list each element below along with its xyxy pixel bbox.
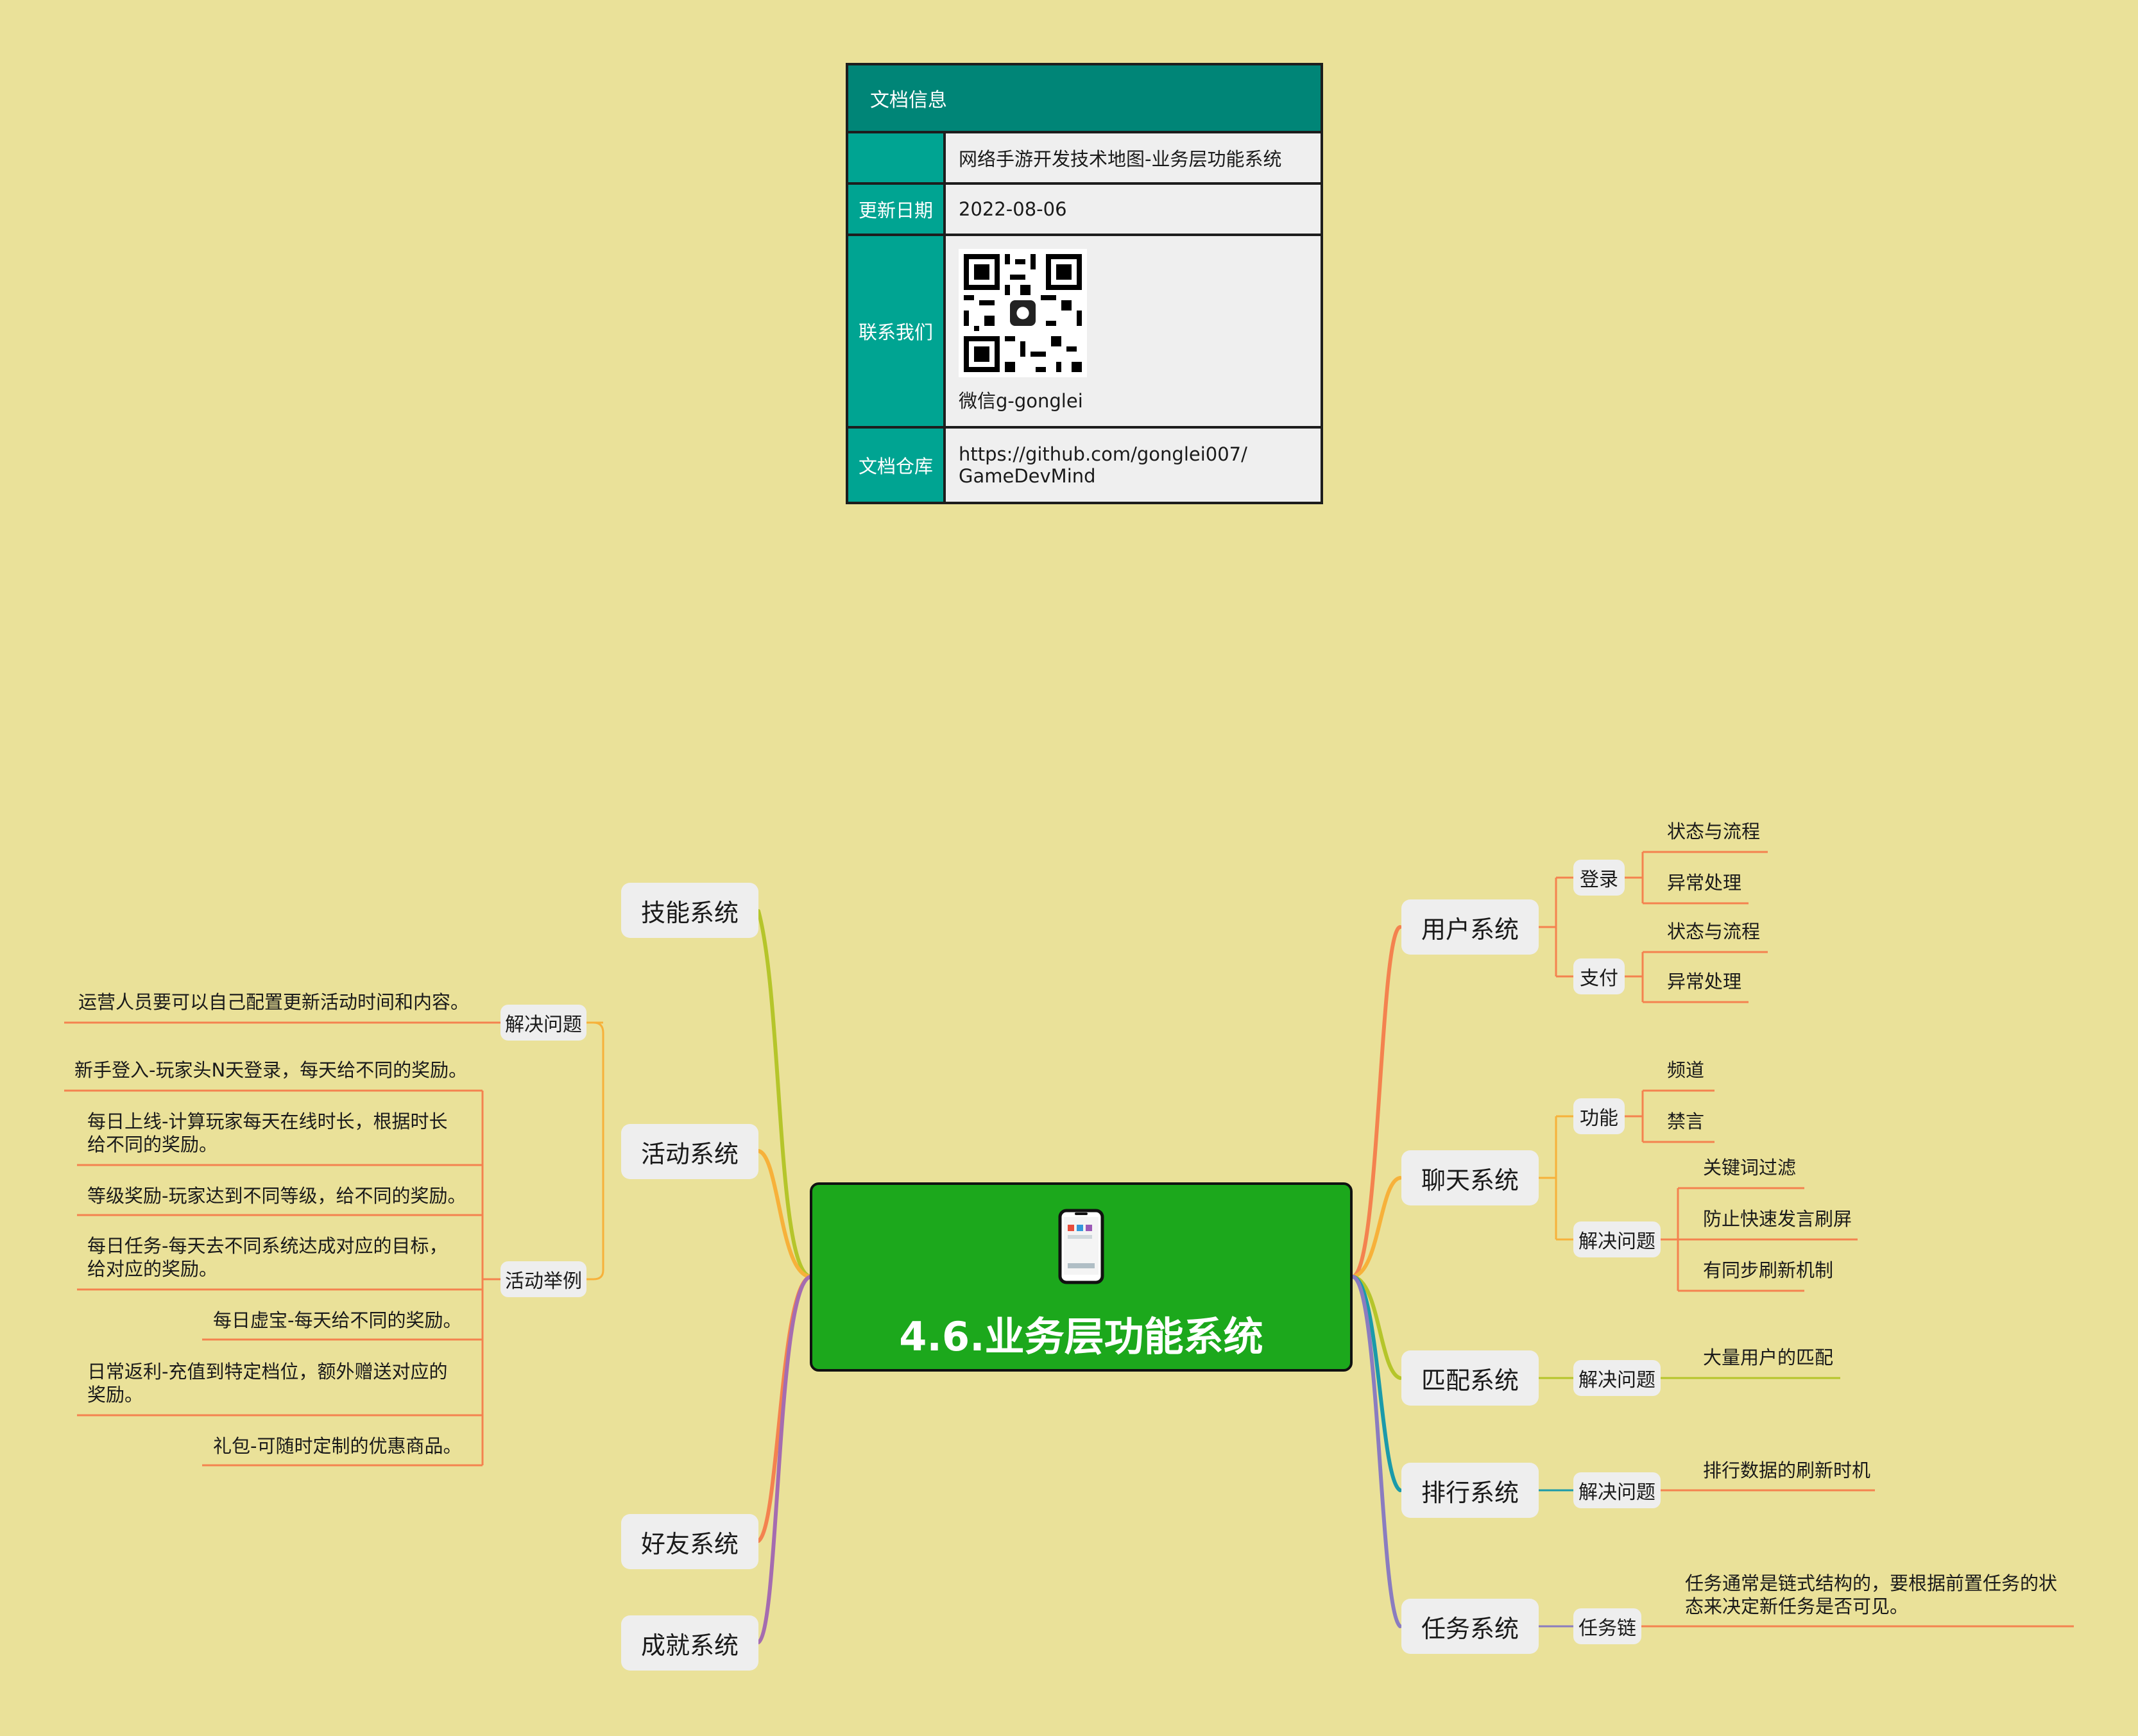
node-user-pay[interactable]: 支付 bbox=[1573, 958, 1625, 994]
node-chat-problem[interactable]: 解决问题 bbox=[1573, 1221, 1661, 1257]
node-chat-feature[interactable]: 功能 bbox=[1573, 1098, 1625, 1134]
mobile-phone-icon bbox=[1058, 1209, 1104, 1284]
line-task bbox=[1351, 1275, 1402, 1628]
node-activity-examples[interactable]: 活动举例 bbox=[500, 1261, 586, 1297]
leaf-chat-problem-1: 防止快速发言刷屏 bbox=[1703, 1208, 1852, 1230]
leaf-activity-example-2: 等级奖励-玩家达到不同等级，给不同的奖励。 bbox=[87, 1185, 466, 1207]
node-rank-system[interactable]: 排行系统 bbox=[1401, 1463, 1539, 1518]
repo-link-line2[interactable]: GameDevMind bbox=[959, 465, 1096, 487]
leaf-chat-problem-0: 关键词过滤 bbox=[1703, 1157, 1797, 1179]
node-achievement-system[interactable]: 成就系统 bbox=[621, 1615, 758, 1671]
leaf-rank-problem-0: 排行数据的刷新时机 bbox=[1703, 1459, 1871, 1481]
leaf-activity-example-3: 每日任务-每天去不同系统达成对应的目标，给对应的奖励。 bbox=[87, 1235, 448, 1280]
leaf-chat-feature-0: 频道 bbox=[1667, 1059, 1705, 1081]
line-chat bbox=[1351, 1176, 1402, 1279]
leaf-pay-0: 状态与流程 bbox=[1667, 921, 1761, 942]
info-date-value: 2022-08-06 bbox=[959, 198, 1067, 220]
leaf-activity-problem-0: 运营人员要可以自己配置更新活动时间和内容。 bbox=[78, 991, 470, 1013]
info-row-title: 网络手游开发技术地图-业务层功能系统 bbox=[848, 133, 1321, 185]
info-row-date: 更新日期 2022-08-06 bbox=[848, 185, 1321, 236]
node-user-system[interactable]: 用户系统 bbox=[1401, 899, 1539, 955]
leaf-login-0: 状态与流程 bbox=[1667, 821, 1761, 842]
info-key-empty bbox=[848, 133, 946, 182]
node-chat-system[interactable]: 聊天系统 bbox=[1401, 1150, 1539, 1205]
info-row-repo: 文档仓库 https://github.com/gonglei007/ Game… bbox=[848, 429, 1321, 502]
node-rank-problem[interactable]: 解决问题 bbox=[1573, 1472, 1661, 1508]
node-task-system[interactable]: 任务系统 bbox=[1401, 1599, 1539, 1654]
leaf-chat-problem-2: 有同步刷新机制 bbox=[1703, 1259, 1834, 1281]
leaf-pay-1: 异常处理 bbox=[1667, 971, 1742, 992]
leaf-activity-example-1: 每日上线-计算玩家每天在线时长，根据时长给不同的奖励。 bbox=[87, 1111, 448, 1155]
info-key-repo: 文档仓库 bbox=[848, 429, 946, 502]
info-contact-value: 微信g-gonglei bbox=[946, 236, 1321, 426]
leaf-activity-example-0: 新手登入-玩家头N天登录，每天给不同的奖励。 bbox=[74, 1059, 468, 1081]
info-header: 文档信息 bbox=[848, 65, 1321, 133]
leaf-chat-feature-1: 禁言 bbox=[1667, 1111, 1705, 1132]
qr-code-icon bbox=[959, 249, 1087, 377]
node-activity-system[interactable]: 活动系统 bbox=[621, 1124, 758, 1179]
leaf-task-chain-0: 任务通常是链式结构的，要根据前置任务的状态来决定新任务是否可见。 bbox=[1685, 1572, 2058, 1617]
info-wechat-id: 微信g-gonglei bbox=[959, 390, 1083, 412]
line-match bbox=[1351, 1275, 1402, 1380]
leaf-activity-example-5: 日常返利-充值到特定档位，额外赠送对应的奖励。 bbox=[87, 1361, 448, 1406]
leaf-activity-example-4: 每日虚宝-每天给不同的奖励。 bbox=[213, 1309, 462, 1331]
leaf-match-problem-0: 大量用户的匹配 bbox=[1703, 1347, 1834, 1368]
repo-link-line1[interactable]: https://github.com/gonglei007/ bbox=[959, 443, 1247, 465]
leaf-activity-example-6: 礼包-可随时定制的优惠商品。 bbox=[213, 1435, 462, 1457]
info-title-value: 网络手游开发技术地图-业务层功能系统 bbox=[959, 148, 1282, 170]
node-match-problem[interactable]: 解决问题 bbox=[1573, 1360, 1661, 1396]
node-user-login[interactable]: 登录 bbox=[1573, 860, 1625, 896]
line-rank bbox=[1351, 1275, 1402, 1492]
info-key-date: 更新日期 bbox=[848, 185, 946, 234]
line-user bbox=[1351, 925, 1402, 1279]
line-skill bbox=[757, 909, 813, 1279]
node-activity-problem[interactable]: 解决问题 bbox=[500, 1005, 586, 1041]
info-key-contact: 联系我们 bbox=[848, 236, 946, 426]
root-node[interactable]: 4.6.业务层功能系统 bbox=[810, 1182, 1353, 1372]
root-title: 4.6.业务层功能系统 bbox=[899, 1313, 1263, 1360]
node-match-system[interactable]: 匹配系统 bbox=[1401, 1350, 1539, 1406]
line-activity bbox=[757, 1149, 813, 1279]
leaf-login-1: 异常处理 bbox=[1667, 872, 1742, 894]
info-repo-value[interactable]: https://github.com/gonglei007/ GameDevMi… bbox=[946, 429, 1321, 502]
info-row-contact: 联系我们 微信g-gonglei bbox=[848, 236, 1321, 429]
node-task-chain[interactable]: 任务链 bbox=[1573, 1608, 1641, 1644]
line-achievement bbox=[757, 1275, 813, 1644]
document-info-table: 文档信息 网络手游开发技术地图-业务层功能系统 更新日期 2022-08-06 … bbox=[846, 63, 1323, 504]
node-skill-system[interactable]: 技能系统 bbox=[621, 883, 758, 938]
node-friend-system[interactable]: 好友系统 bbox=[621, 1514, 758, 1569]
